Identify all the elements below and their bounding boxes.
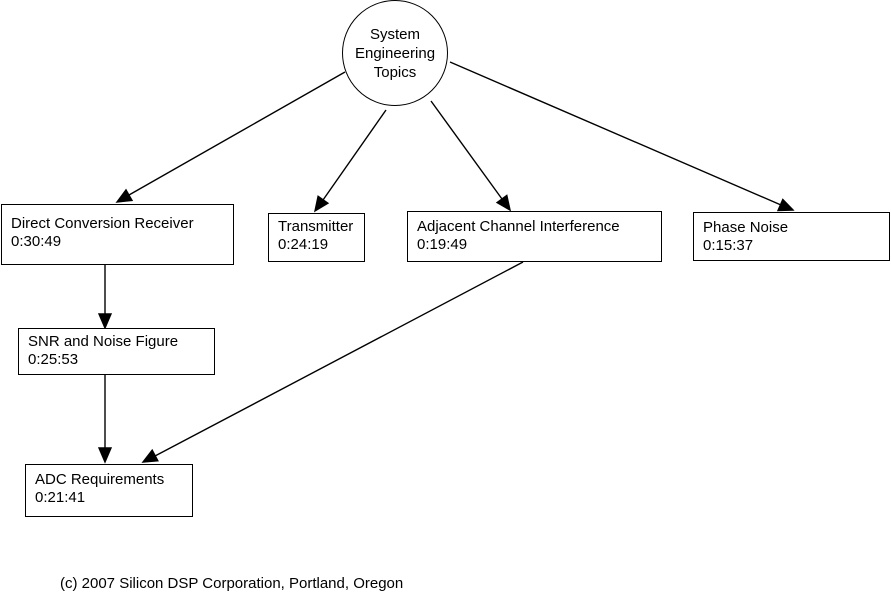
edge-root-transmitter: [313, 109, 387, 213]
root-line-1: System: [369, 25, 420, 43]
node-duration: 0:25:53: [28, 351, 79, 368]
node-duration: 0:21:41: [35, 489, 86, 506]
node-snr-and-noise-figure: SNR and Noise Figure 0:25:53: [18, 328, 215, 375]
edge-snr-adc: [97, 374, 113, 464]
node-adc-requirements: ADC Requirements 0:21:41: [25, 464, 193, 517]
node-title: ADC Requirements: [35, 471, 165, 488]
node-direct-conversion-receiver: Direct Conversion Receiver 0:30:49: [1, 204, 234, 265]
edge-root-direct-conversion: [115, 71, 346, 203]
edge-direct-conversion-snr: [97, 264, 113, 330]
edge-adjacent-channel-adc: [141, 261, 524, 463]
node-adjacent-channel-interference: Adjacent Channel Interference 0:19:49: [407, 211, 662, 262]
node-transmitter: Transmitter 0:24:19: [268, 213, 365, 262]
node-title: Direct Conversion Receiver: [11, 215, 194, 232]
edge-root-adjacent-channel: [430, 100, 512, 212]
root-line-3: Topics: [373, 63, 417, 81]
node-title: Adjacent Channel Interference: [417, 218, 620, 235]
node-duration: 0:30:49: [11, 233, 62, 250]
node-title: SNR and Noise Figure: [28, 333, 179, 350]
copyright-footer: (c) 2007 Silicon DSP Corporation, Portla…: [60, 575, 404, 592]
root-node-system-engineering-topics: System Engineering Topics: [342, 0, 448, 106]
edge-root-phase-noise: [449, 61, 795, 212]
node-duration: 0:24:19: [278, 236, 329, 253]
node-duration: 0:15:37: [703, 237, 754, 254]
node-duration: 0:19:49: [417, 236, 468, 253]
node-title: Transmitter: [278, 218, 354, 235]
node-phase-noise: Phase Noise 0:15:37: [693, 212, 890, 261]
root-line-2: Engineering: [354, 44, 436, 62]
node-title: Phase Noise: [703, 219, 789, 236]
